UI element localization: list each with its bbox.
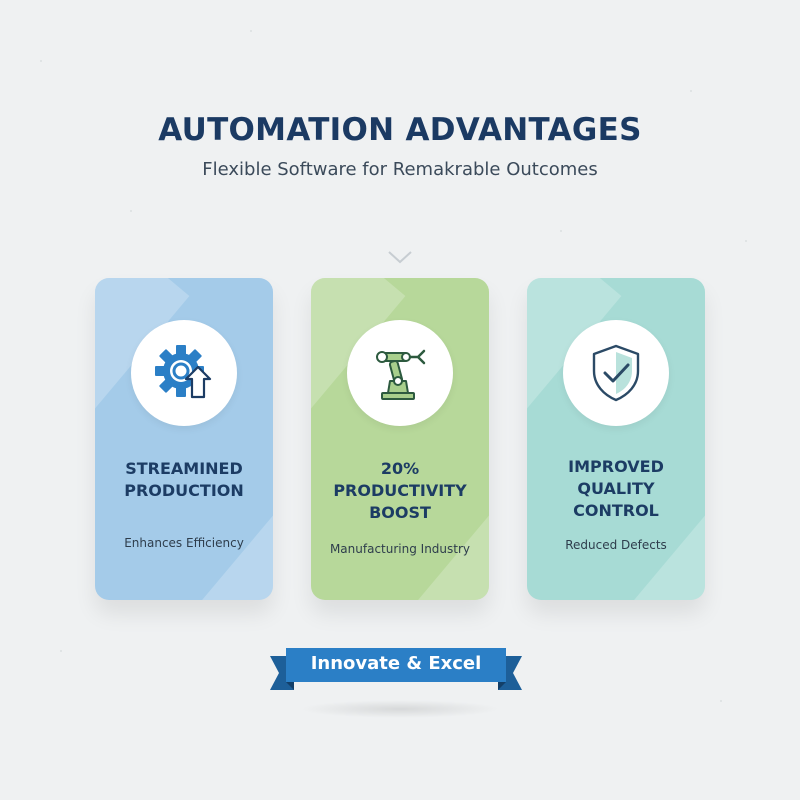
background-speck [250, 30, 252, 32]
card-productivity-boost: 20% PRODUCTIVITY BOOST Manufacturing Ind… [311, 278, 489, 600]
background-speck [560, 230, 562, 232]
card-title: 20% PRODUCTIVITY BOOST [333, 459, 467, 522]
chevron-down-icon [388, 251, 412, 264]
card-subtitle: Reduced Defects [565, 538, 667, 552]
shield-check-icon [592, 344, 640, 402]
card-subtitle: Manufacturing Industry [329, 542, 471, 556]
banner-shadow [300, 700, 500, 718]
ribbon-banner [270, 648, 522, 690]
background-speck [40, 60, 42, 62]
card-title: IMPROVED QUALITY CONTROL [568, 457, 664, 520]
background-speck [720, 700, 722, 702]
background-speck [690, 90, 692, 92]
page-subtitle: Flexible Software for Remakrable Outcome… [202, 159, 598, 180]
background-speck [60, 650, 62, 652]
page-title: AUTOMATION ADVANTAGES [158, 112, 642, 148]
card-subtitle: Enhances Efficiency [124, 536, 244, 550]
robot-arm-icon [376, 349, 426, 400]
icon-badge [347, 320, 453, 426]
card-title: STREAMINED PRODUCTION [124, 459, 244, 500]
background-speck [130, 210, 132, 212]
background-speck [745, 240, 747, 242]
banner-label: Innovate & Excel [310, 653, 482, 674]
gear-arrow-icon [155, 345, 212, 399]
icon-badge [131, 320, 237, 426]
card-streamlined-production: STREAMINED PRODUCTION Enhances Efficienc… [95, 278, 273, 600]
icon-badge [563, 320, 669, 426]
card-quality-control: IMPROVED QUALITY CONTROL Reduced Defects [527, 278, 705, 600]
